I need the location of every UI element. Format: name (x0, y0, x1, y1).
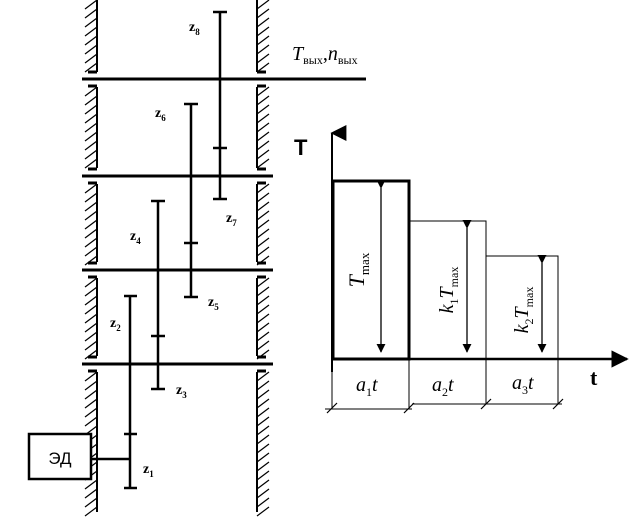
chart-x-label: t (590, 365, 598, 390)
left-housing-wall (84, 0, 98, 517)
label-z7: z7 (226, 211, 237, 228)
chart-y-label: T (294, 135, 308, 160)
shafts (82, 77, 366, 366)
level-label-1: Tmax (344, 252, 372, 287)
duration-label-2: a2t (432, 374, 454, 399)
gear-labels: z8 z6 z7 z4 z5 z2 z3 z1 (110, 20, 237, 479)
label-z3: z3 (176, 383, 187, 400)
motor-label: ЭД (48, 449, 72, 468)
output-label: Tвых,nвых (292, 43, 358, 67)
label-z2: z2 (110, 316, 121, 333)
motor: ЭД (27, 432, 130, 481)
gears (124, 10, 227, 490)
label-z8: z8 (189, 20, 200, 37)
bearings (88, 70, 266, 373)
step-3 (485, 255, 559, 360)
level-label-3: k2Tmax (511, 287, 536, 334)
level-label-2: k1Tmax (436, 267, 461, 314)
label-z1: z1 (143, 462, 154, 479)
duration-label-1: a1t (356, 374, 378, 399)
motor-box (27, 432, 93, 481)
duration-ticks (326, 398, 564, 414)
label-z4: z4 (130, 229, 141, 246)
load-chart: T t Tmax (294, 125, 629, 414)
duration-label-3: a3t (512, 372, 534, 397)
label-z6: z6 (155, 106, 166, 123)
label-z5: z5 (208, 295, 219, 312)
right-housing-wall (256, 0, 270, 517)
